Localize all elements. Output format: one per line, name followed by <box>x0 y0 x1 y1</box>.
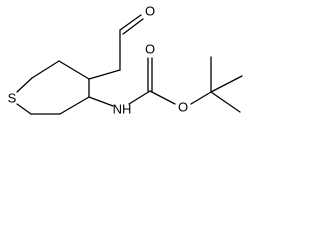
carbonyl-oxygen-label: O <box>145 42 155 57</box>
bond-ring-bottom <box>59 96 90 115</box>
bond-ring-s-lower <box>16 103 32 115</box>
bond-n-carbonyl <box>128 90 151 105</box>
bond-cho-double-b <box>122 18 144 35</box>
bond-cho-double-a <box>119 14 142 31</box>
molecule-structure: S O O O NH <box>8 4 243 117</box>
bond-ring-top <box>58 60 90 80</box>
sulfur-atom-label: S <box>8 91 17 106</box>
ester-oxygen-label: O <box>178 100 188 115</box>
amide-nitrogen-label: NH <box>113 102 132 117</box>
thiane-ring <box>16 60 90 115</box>
bond-tbu-methyl-down <box>210 91 241 113</box>
bond-ring-s-upper <box>16 77 33 93</box>
bond-tbu-methyl-right <box>210 75 243 93</box>
aldehyde-oxygen-label: O <box>145 4 155 19</box>
boc-carbamate <box>88 56 243 113</box>
bond-c4-ch2 <box>88 69 121 80</box>
acetaldehyde-chain <box>88 14 144 80</box>
bond-ring-upper-left <box>31 60 60 79</box>
bond-c4-n <box>88 96 114 107</box>
bond-ester-o-tbu <box>190 91 212 105</box>
bond-carbonyl-ester-o <box>149 90 176 105</box>
